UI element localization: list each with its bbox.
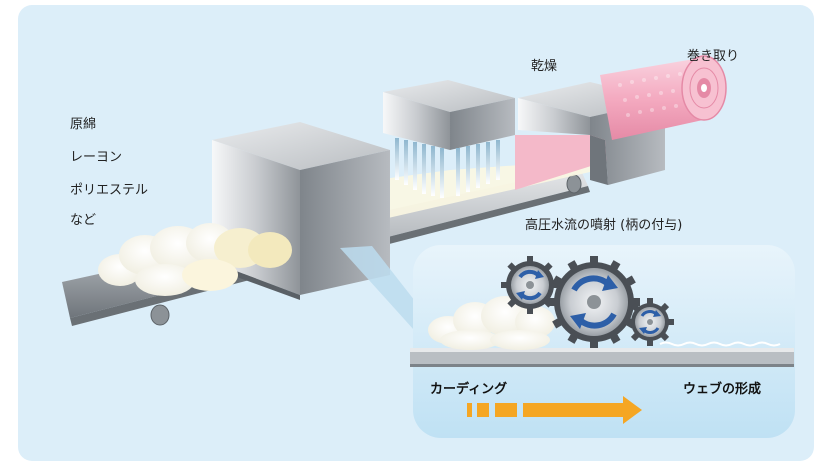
gear-small-top-icon: [501, 256, 559, 314]
winding-label: 巻き取り: [687, 49, 740, 64]
raw-material-label-3: ポリエステル: [70, 183, 149, 198]
zoom-wedge: [340, 246, 422, 330]
gear-large-icon: [548, 256, 640, 348]
gear-small-right-icon: [626, 298, 674, 346]
carding-label: カーディング: [430, 382, 508, 397]
raw-material-label-4: など: [70, 213, 97, 228]
water-jet-label: 高圧水流の噴射 (柄の付与): [525, 218, 683, 233]
process-arrow: [467, 396, 642, 424]
winding-roll: [600, 55, 727, 140]
drying-label: 乾燥: [531, 59, 558, 74]
fabric-sheet: [515, 135, 610, 190]
water-jets: [395, 138, 500, 198]
raw-cotton-clouds: [98, 223, 292, 296]
raw-material-label-1: 原綿: [70, 117, 97, 132]
raw-material-label-2: レーヨン: [70, 150, 123, 165]
web-forming-label: ウェブの形成: [683, 382, 762, 397]
water-jet-machine: [383, 80, 515, 198]
